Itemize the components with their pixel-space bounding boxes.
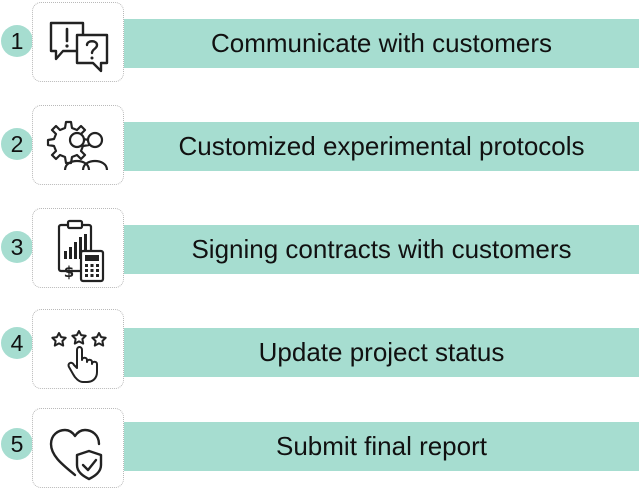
svg-text:$: $ (64, 263, 74, 281)
step-5: 5 Submit final report (0, 406, 641, 496)
step-label: Customized experimental protocols (124, 122, 639, 171)
icon-card (32, 2, 124, 82)
step-number: 5 (1, 428, 33, 460)
step-number: 3 (1, 231, 33, 263)
step-3: 3 (0, 206, 641, 296)
gear-people-icon (46, 120, 109, 171)
chat-question-icon (49, 21, 109, 73)
step-number: 2 (1, 128, 33, 160)
report-calculator-icon: $ (57, 219, 105, 283)
step-label: Submit final report (124, 422, 639, 471)
step-number: 1 (1, 25, 33, 57)
icon-card (32, 309, 124, 389)
step-label: Update project status (124, 328, 639, 377)
step-2: 2 Customized experimental protocols (0, 103, 641, 193)
step-4: 4 Update project status (0, 309, 641, 399)
stars-hand-icon (51, 330, 107, 383)
step-label: Communicate with customers (124, 19, 639, 68)
icon-card: $ (32, 208, 124, 288)
icon-card (32, 105, 124, 185)
icon-card (32, 408, 124, 488)
heart-check-icon (49, 428, 103, 481)
step-1: 1 Communicate with customers (0, 0, 641, 90)
step-label: Signing contracts with customers (124, 225, 639, 274)
step-number: 4 (1, 327, 33, 359)
